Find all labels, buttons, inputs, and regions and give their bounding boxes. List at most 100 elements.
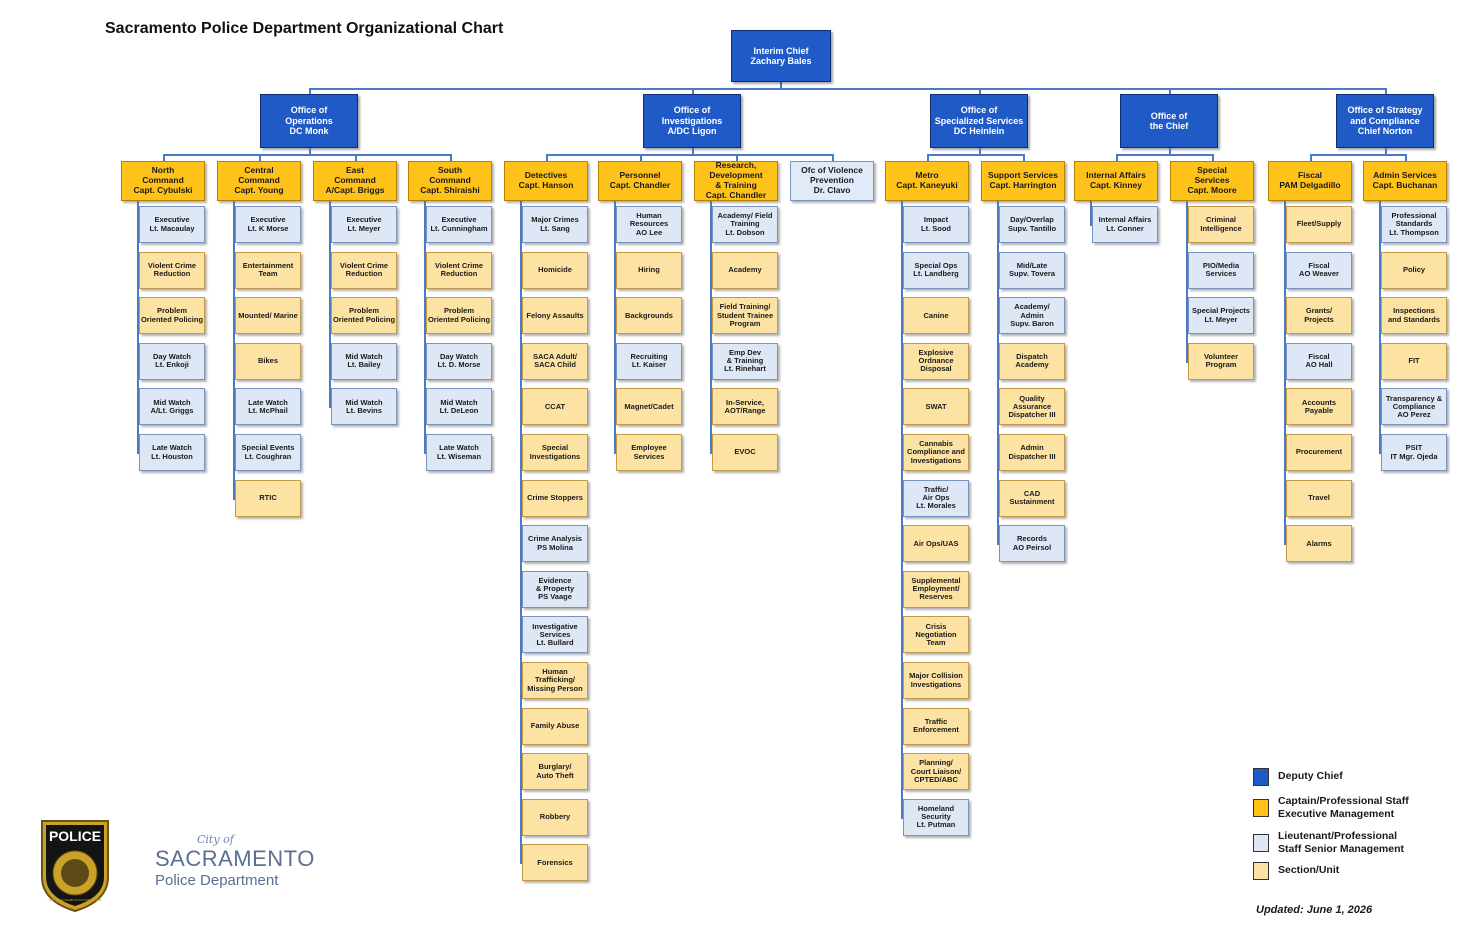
unit-branch: [901, 543, 903, 546]
unit-branch: [137, 270, 139, 272]
unit-branch: [901, 817, 903, 819]
unit-box: Violent Crime Reduction: [426, 251, 492, 289]
unit-branch: [233, 224, 235, 226]
legend-swatch: [1253, 768, 1269, 786]
unit-box: Violent Crime Reduction: [331, 251, 397, 289]
unit-box: Problem Oriented Policing: [139, 297, 205, 335]
unit-trunk: [1284, 201, 1286, 544]
unit-box: Crisis Negotiation Team: [903, 616, 969, 654]
unit-branch: [901, 589, 903, 591]
section-bus: [163, 154, 452, 156]
unit-trunk: [901, 201, 903, 818]
unit-branch: [1284, 361, 1286, 363]
unit-branch: [137, 315, 139, 318]
unit-box: Traffic/ Air Ops Lt. Morales: [903, 479, 969, 517]
unit-branch: [1284, 315, 1286, 318]
unit-branch: [424, 361, 426, 363]
unit-branch: [1379, 270, 1381, 272]
unit-trunk: [137, 201, 139, 453]
unit-box: CAD Sustainment: [999, 479, 1065, 517]
unit-box: Alarms: [1286, 525, 1352, 563]
office-connector: [309, 88, 311, 94]
unit-box: Special Investigations: [522, 434, 588, 471]
badge-ring-text: CITY OF SACRAMENTO FOUNDED IN 1849: [49, 898, 102, 902]
section-connector: [1405, 154, 1407, 161]
unit-box: Bikes: [235, 342, 301, 380]
section-bus: [546, 154, 834, 156]
legend-label: Deputy Chief: [1278, 770, 1343, 783]
unit-branch: [233, 498, 235, 500]
unit-box: Special Projects Lt. Meyer: [1188, 297, 1254, 335]
legend-swatch: [1253, 862, 1269, 880]
unit-box: Canine: [903, 297, 969, 335]
unit-branch: [520, 589, 522, 591]
unit-box: Criminal Intelligence: [1188, 206, 1254, 243]
office-connector: [692, 88, 694, 94]
unit-branch: [997, 361, 999, 363]
office-down-connector: [309, 148, 311, 154]
unit-branch: [233, 452, 235, 454]
section-box: Special Services Capt. Moore: [1170, 161, 1254, 201]
unit-branch: [710, 270, 712, 272]
unit-box: Crime Stoppers: [522, 479, 588, 517]
unit-box: Late Watch Lt. Houston: [139, 434, 205, 471]
unit-box: Dispatch Academy: [999, 342, 1065, 380]
office-box: Office of Specialized Services DC Heinle…: [930, 94, 1028, 148]
unit-branch: [901, 224, 903, 226]
unit-branch: [329, 361, 331, 363]
unit-box: In-Service, AOT/Range: [712, 388, 778, 426]
unit-box: PIO/Media Services: [1188, 251, 1254, 289]
unit-branch: [1379, 452, 1381, 454]
unit-box: Day Watch Lt. Enkoji: [139, 342, 205, 380]
section-connector: [1310, 154, 1312, 161]
unit-box: Violent Crime Reduction: [139, 251, 205, 289]
unit-branch: [997, 498, 999, 500]
badge-title: POLICE: [49, 828, 101, 844]
unit-branch: [1186, 270, 1188, 272]
unit-box: Major Crimes Lt. Sang: [522, 206, 588, 243]
unit-box: Admin Dispatcher III: [999, 434, 1065, 471]
unit-branch: [520, 498, 522, 500]
police-badge-logo: POLICE CITY OF SACRAMENTO FOUNDED IN 184…: [41, 820, 109, 913]
unit-branch: [233, 315, 235, 318]
unit-box: Evidence & Property PS Vaage: [522, 570, 588, 608]
unit-branch: [710, 452, 712, 454]
department-text: Police Department: [155, 872, 279, 889]
section-connector: [927, 154, 929, 161]
unit-box: Executive Lt. Cunningham: [426, 206, 492, 243]
unit-branch: [901, 315, 903, 318]
unit-branch: [1284, 406, 1286, 409]
unit-branch: [901, 361, 903, 363]
unit-box: Academy: [712, 251, 778, 289]
unit-branch: [520, 406, 522, 409]
office-down-connector: [979, 148, 981, 154]
unit-box: Mid Watch A/Lt. Griggs: [139, 388, 205, 426]
unit-trunk: [1090, 201, 1092, 225]
unit-box: Late Watch Lt. McPhail: [235, 388, 301, 426]
unit-branch: [997, 270, 999, 272]
unit-branch: [997, 543, 999, 546]
city-name-text: SACRAMENTO: [155, 846, 315, 871]
unit-branch: [614, 406, 616, 409]
unit-box: Accounts Payable: [1286, 388, 1352, 426]
unit-box: Explosive Ordnance Disposal: [903, 342, 969, 380]
unit-branch: [710, 361, 712, 363]
unit-branch: [997, 315, 999, 318]
section-box: Internal Affairs Capt. Kinney: [1074, 161, 1158, 201]
section-box: Central Command Capt. Young: [217, 161, 301, 201]
unit-box: RTIC: [235, 479, 301, 517]
unit-branch: [520, 315, 522, 318]
unit-box: Problem Oriented Policing: [426, 297, 492, 335]
unit-branch: [997, 452, 999, 454]
section-connector: [1023, 154, 1025, 161]
legend-item: Deputy Chief: [1253, 768, 1343, 786]
unit-branch: [520, 726, 522, 728]
section-box: Fiscal PAM Delgadillo: [1268, 161, 1352, 201]
unit-branch: [710, 315, 712, 318]
unit-box: Supplemental Employment/ Reserves: [903, 570, 969, 608]
unit-branch: [520, 361, 522, 363]
unit-branch: [614, 270, 616, 272]
section-connector: [163, 154, 165, 161]
unit-box: Problem Oriented Policing: [331, 297, 397, 335]
section-box: East Command A/Capt. Briggs: [313, 161, 397, 201]
